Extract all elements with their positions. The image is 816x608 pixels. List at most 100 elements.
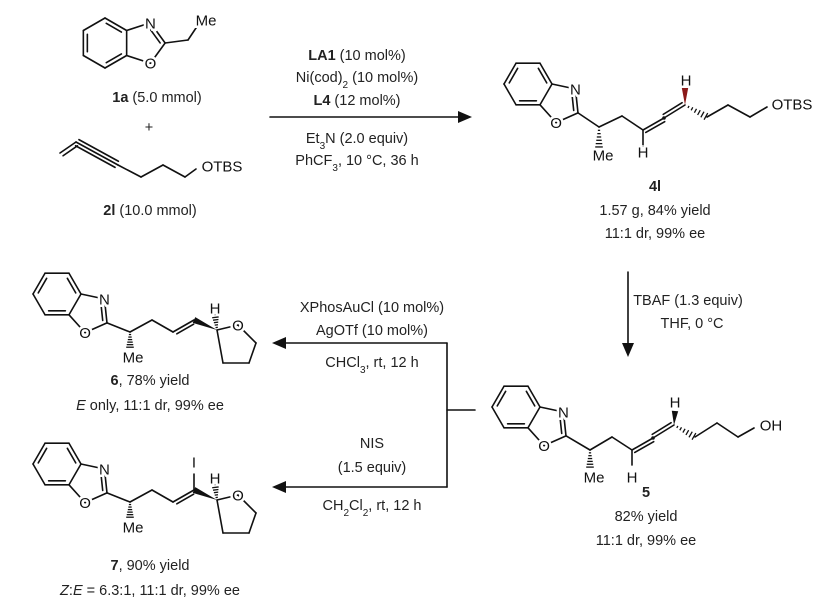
bond bbox=[68, 313, 86, 334]
bond bbox=[727, 104, 751, 118]
bond bbox=[103, 298, 108, 324]
step3b-reagent: NIS bbox=[360, 436, 384, 452]
arrow-head bbox=[458, 111, 472, 123]
allene-center-dot bbox=[651, 436, 655, 440]
hash-bond bbox=[688, 431, 693, 438]
bond bbox=[248, 342, 257, 364]
oxygen-atom: O bbox=[79, 495, 91, 512]
product-5-yield: 82% yield bbox=[615, 509, 678, 525]
hash-bond bbox=[211, 313, 219, 316]
bond bbox=[148, 26, 161, 44]
bond bbox=[66, 277, 77, 294]
hash-bond bbox=[687, 105, 690, 109]
bond bbox=[99, 301, 104, 322]
bond bbox=[237, 494, 257, 514]
bond bbox=[80, 463, 106, 470]
product-7-selectivity: Z:E = 6.3:1, 11:1 dr, 99% ee bbox=[59, 583, 240, 599]
bond bbox=[598, 115, 623, 128]
arrow-head bbox=[622, 343, 634, 357]
bond bbox=[525, 390, 536, 407]
bond bbox=[117, 164, 142, 178]
bond bbox=[125, 21, 152, 32]
methyl-label: Me bbox=[593, 148, 614, 165]
oxygen-atom: O bbox=[232, 488, 244, 505]
hash-bond bbox=[682, 428, 686, 433]
step1-nickel: Ni(cod)2 (10 mol%) bbox=[296, 70, 418, 91]
bond bbox=[508, 67, 519, 84]
bond bbox=[78, 138, 120, 163]
hash-bond bbox=[212, 316, 219, 319]
bond bbox=[642, 117, 665, 131]
hash-bond bbox=[676, 425, 679, 429]
bond bbox=[74, 144, 116, 169]
bond bbox=[103, 468, 108, 494]
bond bbox=[694, 422, 718, 438]
bond bbox=[539, 83, 553, 106]
nitrogen-atom: N bbox=[145, 15, 156, 32]
bond bbox=[216, 494, 239, 501]
bond bbox=[151, 319, 174, 333]
bond bbox=[558, 414, 563, 435]
molecule-bonds bbox=[32, 17, 768, 534]
hydrogen-label: H bbox=[638, 145, 649, 162]
bond bbox=[187, 21, 201, 41]
bond bbox=[140, 164, 164, 178]
bond bbox=[172, 489, 195, 503]
bond bbox=[248, 512, 257, 534]
methyl-label: Me bbox=[584, 470, 605, 487]
plus-sign: + bbox=[145, 120, 153, 136]
bond bbox=[491, 385, 505, 408]
oxygen-atom: O bbox=[79, 325, 91, 342]
bond bbox=[184, 168, 197, 178]
bond bbox=[539, 62, 553, 85]
step2-reagent: TBAF (1.3 equiv) bbox=[633, 293, 743, 309]
methyl-label: Me bbox=[196, 13, 217, 30]
bond bbox=[237, 324, 257, 344]
hash-bond bbox=[212, 318, 219, 321]
wedge-bond bbox=[192, 317, 217, 330]
step3a-cocatalyst: AgOTf (10 mol%) bbox=[316, 323, 428, 339]
hash-bond bbox=[679, 427, 683, 431]
step1-catalyst: LA1 (10 mol%) bbox=[308, 48, 406, 64]
bond bbox=[652, 424, 675, 439]
bond bbox=[68, 463, 82, 486]
bond bbox=[611, 436, 633, 451]
bond bbox=[82, 54, 106, 69]
arrow-head bbox=[272, 481, 286, 493]
product-4l-yield: 1.57 g, 84% yield bbox=[599, 203, 710, 219]
bond bbox=[84, 492, 108, 504]
hydrogen-label: H bbox=[210, 301, 221, 318]
hash-bond bbox=[703, 112, 709, 121]
bond bbox=[491, 406, 505, 429]
hash-bond bbox=[213, 491, 219, 494]
reactant-2l-label: 2l (10.0 mmol) bbox=[103, 203, 196, 219]
hydroxyl-label: OH bbox=[760, 418, 783, 435]
bond bbox=[151, 489, 174, 503]
bond bbox=[577, 112, 600, 128]
bond bbox=[737, 427, 755, 438]
bond bbox=[149, 42, 166, 65]
bond bbox=[105, 53, 123, 64]
bond bbox=[539, 406, 565, 413]
bond bbox=[75, 141, 119, 166]
nitrogen-atom: N bbox=[99, 461, 110, 478]
hash-bond bbox=[693, 108, 698, 113]
bond bbox=[106, 492, 131, 503]
bond bbox=[37, 277, 48, 294]
reactant-1a-label: 1a (5.0 mmol) bbox=[112, 90, 201, 106]
step3a-catalyst: XPhosAuCl (10 mol%) bbox=[300, 300, 444, 316]
bond bbox=[216, 329, 224, 364]
bond bbox=[216, 499, 224, 534]
bond bbox=[555, 112, 579, 124]
nitrogen-atom: N bbox=[570, 81, 581, 98]
bond bbox=[539, 103, 557, 124]
bond bbox=[59, 141, 77, 154]
bond bbox=[570, 91, 575, 112]
arrow-head bbox=[272, 337, 286, 349]
hash-bond bbox=[697, 109, 701, 116]
hash-bond bbox=[691, 432, 697, 441]
hash-bond bbox=[690, 107, 694, 111]
bond bbox=[68, 272, 82, 295]
bond bbox=[129, 489, 153, 503]
